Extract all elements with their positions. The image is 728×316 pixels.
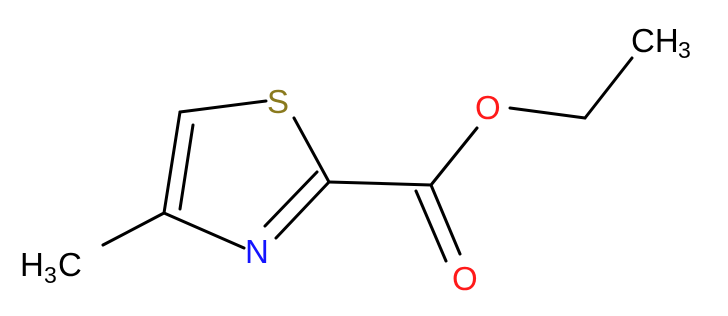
bond-c4-methyl [101, 211, 166, 247]
bond-o-ch2 [508, 106, 587, 120]
atom-label-nitrogen: N [245, 233, 269, 270]
ethyl-ch3-main: CH [631, 22, 679, 59]
methyl-h3c-c: C [58, 246, 82, 283]
bond-carboxyl-o-ester [429, 126, 479, 187]
bond-c5-c4-double [178, 123, 195, 211]
atom-label-ester-oxygen: O [475, 89, 501, 126]
methyl-h3c-h: H [20, 246, 44, 283]
bond-ch2-ch3 [583, 56, 634, 120]
bond-s-c5 [178, 99, 268, 114]
bond-c5-c4 [162, 110, 182, 215]
ethyl-ch3-subscript: 3 [678, 37, 691, 63]
atom-label-methyl-h3c: H 3 C [20, 246, 82, 288]
bond-n-c2 [274, 180, 331, 240]
bond-c2-s [292, 116, 331, 184]
atom-label-ethyl-ch3: CH 3 [631, 22, 691, 63]
bond-carbonyl-double [414, 189, 448, 263]
atom-label-sulfur: S [267, 83, 289, 120]
bond-carbonyl [429, 183, 462, 256]
atom-label-carbonyl-oxygen: O [452, 260, 478, 297]
bond-c4-n [162, 211, 246, 250]
methyl-h3c-subscript: 3 [44, 262, 57, 288]
bond-n-c2-double [263, 170, 319, 228]
bond-c2-carboxyl [327, 180, 433, 187]
